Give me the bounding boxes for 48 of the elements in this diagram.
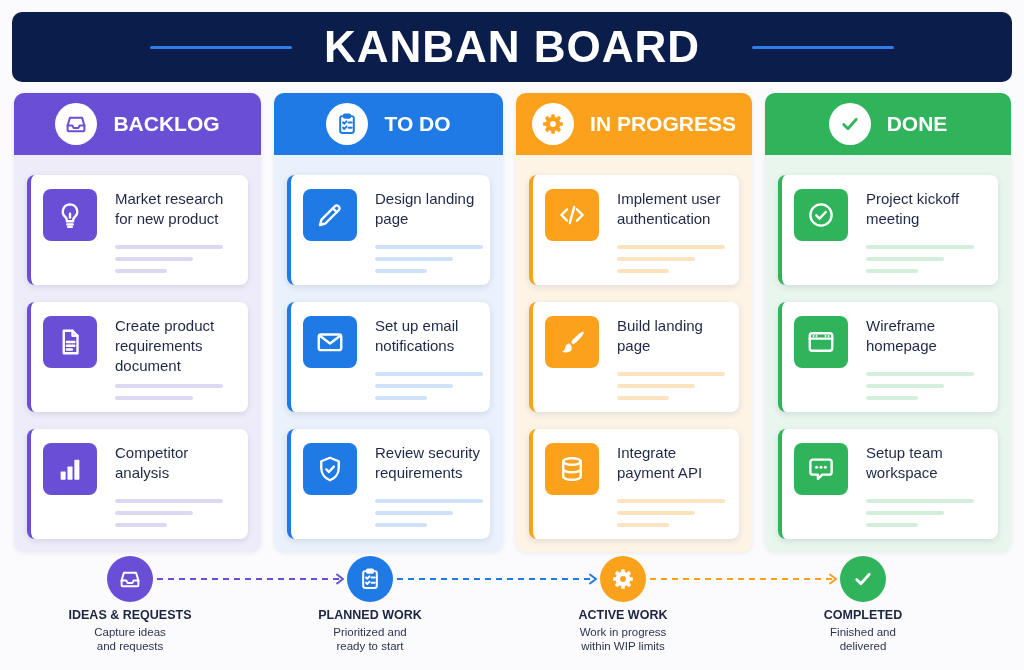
column-title: IN PROGRESS: [590, 111, 736, 137]
card-title: Create product requirements document: [115, 316, 216, 376]
task-card: [287, 429, 490, 539]
task-card: [529, 175, 739, 285]
board-column: [274, 93, 503, 552]
task-card: [778, 175, 998, 285]
board-column: [14, 93, 261, 552]
card-title: Integrate payment API: [617, 443, 704, 483]
clipboard-icon: [347, 556, 393, 602]
stage-description: Prioritized and ready to start: [332, 625, 408, 653]
card-title: Set up email notifications: [375, 316, 460, 356]
column-title: BACKLOG: [113, 111, 220, 137]
task-card: [287, 175, 490, 285]
card-title: Design landing page: [375, 189, 476, 229]
dashed-arrow: [650, 573, 837, 585]
card-title: Setup team workspace: [866, 443, 944, 483]
column-title: DONE: [886, 111, 948, 137]
dashed-arrow: [157, 573, 344, 585]
task-card: [529, 302, 739, 412]
inbox-icon: [107, 556, 153, 602]
stage-description: Capture ideas and requests: [93, 625, 167, 653]
stage-description: Finished and delivered: [829, 625, 897, 653]
task-card: [27, 429, 248, 539]
card-title: Market research for new product: [115, 189, 225, 229]
card-title: Project kickoff meeting: [866, 189, 961, 229]
stage-title: ACTIVE WORK: [578, 608, 668, 623]
board-column: [516, 93, 752, 552]
board-title: KANBAN BOARD: [323, 21, 701, 73]
task-card: [287, 302, 490, 412]
stage-title: PLANNED WORK: [318, 608, 422, 623]
card-title: Implement user authentication: [617, 189, 722, 229]
task-card: [778, 302, 998, 412]
task-card: [27, 302, 248, 412]
gear-icon: [600, 556, 646, 602]
task-card: [27, 175, 248, 285]
stage-title: IDEAS & REQUESTS: [68, 608, 192, 623]
card-title: Review security requirements: [375, 443, 482, 483]
checkmark-icon: [840, 556, 886, 602]
card-title: Competitor analysis: [115, 443, 190, 483]
dashed-arrow: [397, 573, 597, 585]
stage-title: COMPLETED: [823, 608, 903, 623]
stage-description: Work in progress within WIP limits: [578, 625, 668, 653]
card-title: Build landing page: [617, 316, 704, 356]
column-title: TO DO: [384, 111, 451, 137]
board-column: [765, 93, 1011, 552]
task-card: [778, 429, 998, 539]
task-card: [529, 429, 739, 539]
card-title: Wireframe homepage: [866, 316, 938, 356]
